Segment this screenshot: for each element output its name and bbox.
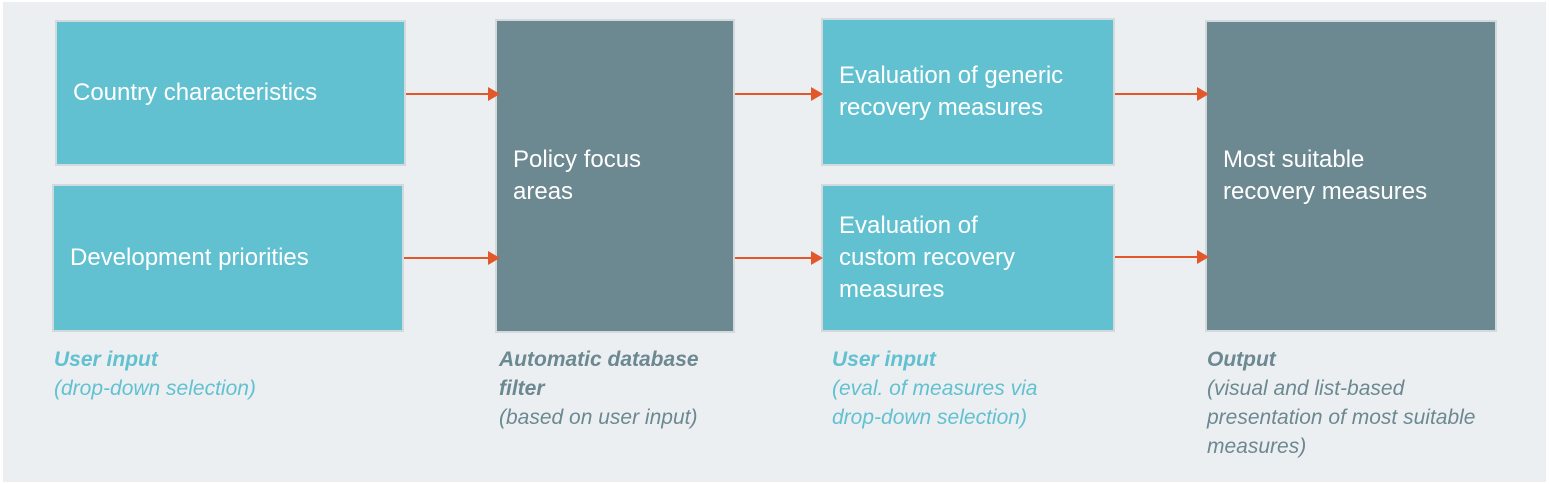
country-characteristics-box: Country characteristics — [55, 20, 406, 166]
development-priorities-label: Development priorities — [70, 244, 309, 271]
caption-database-filter-heading: Automatic database filter — [499, 348, 699, 400]
caption-user-input-1-heading: User input — [54, 348, 158, 371]
generic-measures-box: Evaluation of generic recovery measures — [821, 18, 1115, 166]
caption-database-filter: Automatic database filter (based on user… — [499, 345, 749, 432]
generic-measures-label: Evaluation of generic recovery measures — [839, 62, 1064, 121]
caption-output-sub: (visual and list-based presentation of m… — [1207, 377, 1476, 458]
output-box: Most suitable recovery measures — [1205, 20, 1497, 332]
output-label: Most suitable recovery measures — [1223, 146, 1428, 205]
arrow-generic-to-output — [1115, 87, 1209, 101]
caption-user-input-2-heading: User input — [832, 348, 936, 371]
caption-user-input-2-sub: (eval. of measures via drop-down selecti… — [832, 377, 1038, 429]
caption-output-heading: Output — [1207, 348, 1276, 371]
country-characteristics-label: Country characteristics — [73, 79, 318, 106]
caption-output: Output (visual and list-based presentati… — [1207, 345, 1543, 461]
development-priorities-box: Development priorities — [52, 184, 404, 332]
policy-focus-areas-label: Policy focus areas — [513, 146, 642, 205]
caption-user-input-1: User input (drop-down selection) — [54, 345, 454, 403]
caption-database-filter-sub: (based on user input) — [499, 406, 698, 429]
arrow-country-to-policy — [406, 87, 500, 101]
arrow-custom-to-output — [1115, 250, 1209, 264]
flow-diagram: Country characteristics Development prio… — [3, 2, 1546, 482]
custom-measures-label: Evaluation of custom recovery measures — [839, 212, 1016, 303]
caption-user-input-2: User input (eval. of measures via drop-d… — [832, 345, 1162, 432]
custom-measures-box: Evaluation of custom recovery measures — [821, 184, 1115, 332]
policy-focus-areas-box: Policy focus areas — [495, 19, 735, 333]
arrow-development-to-policy — [404, 251, 500, 265]
arrow-policy-to-generic — [735, 87, 823, 101]
arrow-policy-to-custom — [735, 251, 823, 265]
caption-user-input-1-sub: (drop-down selection) — [54, 377, 256, 400]
